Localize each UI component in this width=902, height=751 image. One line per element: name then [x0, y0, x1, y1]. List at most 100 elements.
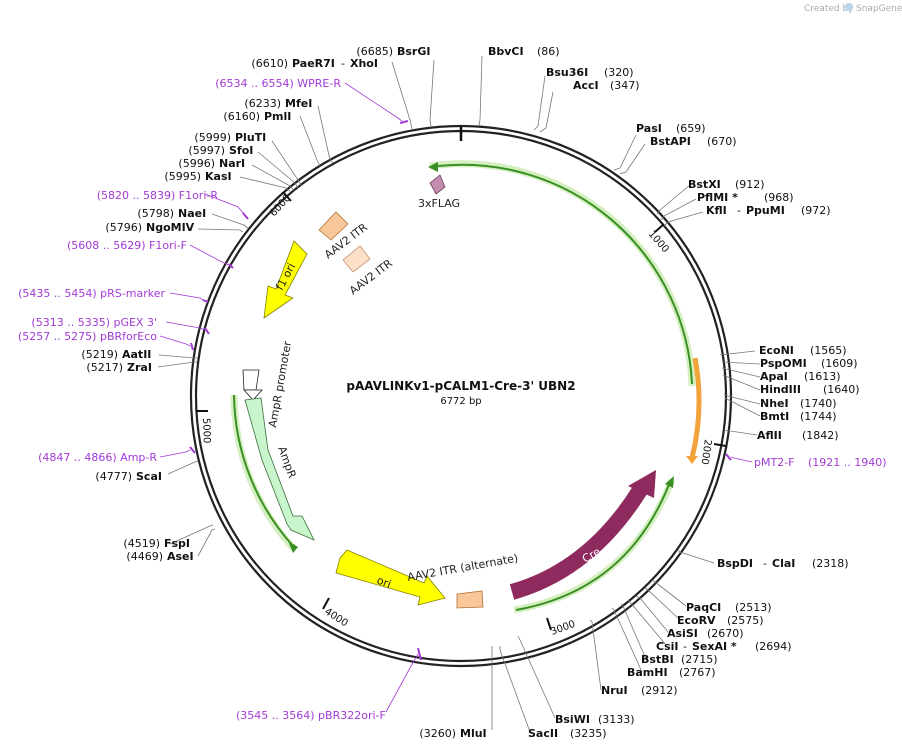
flag-feature — [429, 174, 446, 195]
site-bstapi-pos: (670) — [707, 135, 737, 148]
itr-alt-label: AAV2 ITR (alternate) — [406, 552, 519, 584]
cds-arc-arrowhead — [428, 162, 438, 172]
site-bmti-pos: (1744) — [800, 410, 837, 423]
tick-4000-mark — [322, 597, 330, 610]
site-csii-pos: (2694) — [755, 640, 792, 653]
tick-1000: 1000 — [646, 229, 671, 255]
site-pflmi-name: PflMI * — [697, 191, 738, 204]
site-nrui-pos: (2912) — [641, 684, 678, 697]
site-nari-name: NarI — [219, 157, 245, 170]
site-bamhi-name: BamHI — [627, 666, 668, 679]
cds-arc — [437, 163, 693, 385]
site-clai-name: ClaI — [772, 557, 795, 570]
site-pasi-name: PasI — [636, 122, 662, 135]
cre-arc-arrowhead — [665, 476, 674, 488]
tick-4000: 4000 — [322, 606, 349, 629]
site-scai-name: ScaI — [136, 470, 162, 483]
tick-6000-mark — [282, 191, 292, 202]
site-sacii-name: SacII — [528, 727, 558, 740]
primer-pmt2: pMT2-F — [754, 456, 795, 469]
site-acci-pos: (347) — [610, 79, 640, 92]
site-ecorv-name: EcoRV — [677, 614, 716, 627]
ampr-arc — [233, 394, 294, 547]
site-kasi-name: KasI — [205, 170, 232, 183]
site-bstapi-name: BstAPI — [650, 135, 691, 148]
site-sexai-name: SexAI * — [692, 640, 737, 653]
ampr-feature — [244, 397, 315, 541]
site-bsu36i-pos: (320) — [604, 66, 634, 79]
site-bsiwi-name: BsiWI — [555, 713, 590, 726]
site-bsiwi-pos: (3133) — [598, 713, 635, 726]
site-bstbi-name: BstBI — [641, 653, 674, 666]
site-psppomi-pos: (1609) — [821, 357, 858, 370]
site-mlui-pos: (3260) — [419, 727, 456, 740]
created-by-text: Created by — [804, 4, 854, 14]
primer-f1ori-r: (5820 .. 5839) F1ori-R — [97, 189, 219, 202]
cre-feature — [509, 485, 647, 600]
site-pmli-name: PmlI — [264, 110, 291, 123]
site-ngomiv-pos: (5796) — [105, 221, 142, 234]
site-nrui-name: NruI — [601, 684, 628, 697]
ampr-arc-arrowhead — [288, 541, 298, 553]
site-acci-name: AccI — [573, 79, 599, 92]
site-ppumi-name: PpuMI — [746, 204, 785, 217]
site-asei-name: AseI — [167, 550, 194, 563]
itr-alt-feature — [456, 590, 484, 609]
site-hindiii-pos: (1640) — [823, 383, 860, 396]
site-bsrgi-pos: (6685) — [356, 45, 393, 58]
site-asisi-pos: (2670) — [707, 627, 744, 640]
site-naei-name: NaeI — [178, 207, 206, 220]
primer-prs: (5435 .. 5454) pRS-marker — [18, 287, 165, 300]
tick-6000: 6000 — [268, 193, 293, 219]
site-csii-name: CsiI — [656, 640, 678, 653]
site-bbvci-name: BbvCI — [488, 45, 524, 58]
site-pasi-pos: (659) — [676, 122, 706, 135]
site-paqci-name: PaqCI — [686, 601, 721, 614]
primer-pbrforeco: (5257 .. 5275) pBRforEco — [18, 330, 157, 343]
site-ngomiv-name: NgoMIV — [146, 221, 195, 234]
pmt2-arrowhead — [686, 456, 698, 464]
site-bspdi-name: BspDI — [717, 557, 753, 570]
site-bspdi-dash: - — [763, 557, 767, 570]
f1ori-feature — [263, 240, 308, 319]
primer-pbr322: (3545 .. 3564) pBR322ori-F — [236, 709, 386, 722]
primer-pgex: (5313 .. 5335) pGEX 3' — [31, 316, 157, 329]
site-fspi-name: FspI — [164, 537, 190, 550]
site-zrai-name: ZraI — [127, 361, 152, 374]
plasmid-title: pAAVLINKv1-pCALM1-Cre-3' UBN2 — [346, 379, 575, 393]
snapgene-logo-icon — [845, 3, 853, 11]
site-hindiii-name: HindIII — [760, 383, 801, 396]
cre-arrowhead — [628, 470, 656, 498]
site-zrai-pos: (5217) — [86, 361, 123, 374]
site-mfei-pos: (6233) — [244, 97, 281, 110]
site-csii-dash: - — [683, 640, 687, 653]
amp-promoter-label: AmpR promoter — [266, 340, 294, 429]
site-naei-pos: (5798) — [137, 207, 174, 220]
site-sfoi-pos: (5997) — [188, 144, 225, 157]
site-paer7i-name: PaeR7I — [292, 57, 335, 70]
tick-5000: 5000 — [200, 418, 212, 444]
site-aflii-pos: (1842) — [802, 429, 839, 442]
site-bstxi-name: BstXI — [688, 178, 721, 191]
site-paer7i-dash: - — [341, 57, 345, 70]
site-apai-pos: (1613) — [804, 370, 841, 383]
site-pflmi-pos: (968) — [764, 191, 794, 204]
site-kasi-pos: (5995) — [164, 170, 201, 183]
site-kfli-name: KflI — [706, 204, 727, 217]
site-econi-pos: (1565) — [810, 344, 847, 357]
site-aflii-name: AflII — [757, 429, 782, 442]
primer-pmt2-pos: (1921 .. 1940) — [808, 456, 887, 469]
site-sacii-pos: (3235) — [570, 727, 607, 740]
site-bsrgi-name: BsrGI — [397, 45, 430, 58]
site-bstbi-pos: (2715) — [681, 653, 718, 666]
site-sfoi-name: SfoI — [229, 144, 253, 157]
cre-arc — [515, 481, 671, 611]
primer-wpre: (6534 .. 6554) WPRE-R — [215, 77, 341, 90]
site-bsu36i-name: Bsu36I — [546, 66, 588, 79]
primer-f1ori-f: (5608 .. 5629) F1ori-F — [67, 239, 187, 252]
primer-leaders — [159, 82, 753, 713]
site-bstxi-pos: (912) — [735, 178, 765, 191]
site-nhei-name: NheI — [760, 397, 789, 410]
ori-feature — [335, 549, 446, 606]
